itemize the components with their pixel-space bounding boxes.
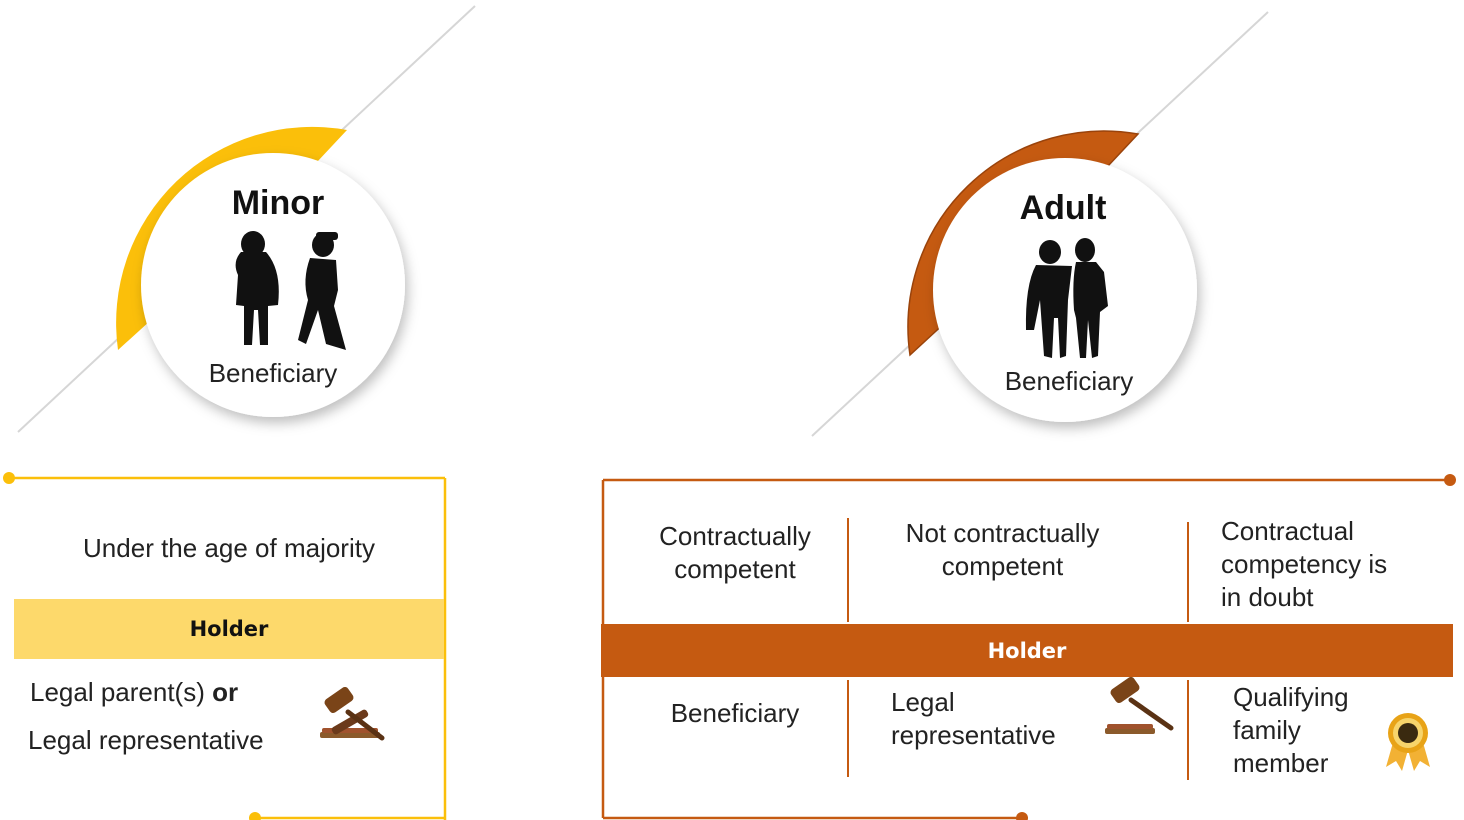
legal-parent-text: Legal parent(s): [30, 677, 205, 707]
adult-condition-doubt: Contractual competency is in doubt: [1221, 516, 1388, 612]
gavel-icon: [1105, 676, 1174, 734]
adult-holder-legal-representative: Legal representative: [891, 687, 1056, 750]
adult-holder-family-member: Qualifying family member: [1233, 682, 1349, 778]
minor-holder-line2: Legal representative: [28, 725, 264, 755]
children-silhouette-icon: [235, 231, 346, 350]
couple-silhouette-icon: [1025, 238, 1108, 358]
minor-condition: Under the age of majority: [83, 533, 375, 563]
minor-subtitle: Beneficiary: [208, 358, 338, 388]
minor-holder-label: Holder: [189, 617, 269, 641]
adult-holder-band: [601, 624, 1453, 677]
minor-holder-line1: Legal parent(s) or: [30, 676, 330, 709]
or-text: or: [212, 677, 239, 707]
adult-holder-beneficiary: Beneficiary: [670, 698, 800, 728]
award-medal-icon: [1386, 713, 1430, 771]
adult-condition-not-competent: Not contractually competent: [905, 518, 1100, 581]
adult-subtitle: Beneficiary: [1004, 366, 1134, 396]
adult-title: Adult: [1019, 189, 1107, 227]
adult-holder-label: Holder: [987, 639, 1067, 663]
gavel-icon: [320, 686, 385, 741]
minor-holder-band: [14, 599, 444, 659]
minor-title: Minor: [231, 184, 325, 222]
adult-condition-competent: Contractually competent: [659, 521, 811, 584]
